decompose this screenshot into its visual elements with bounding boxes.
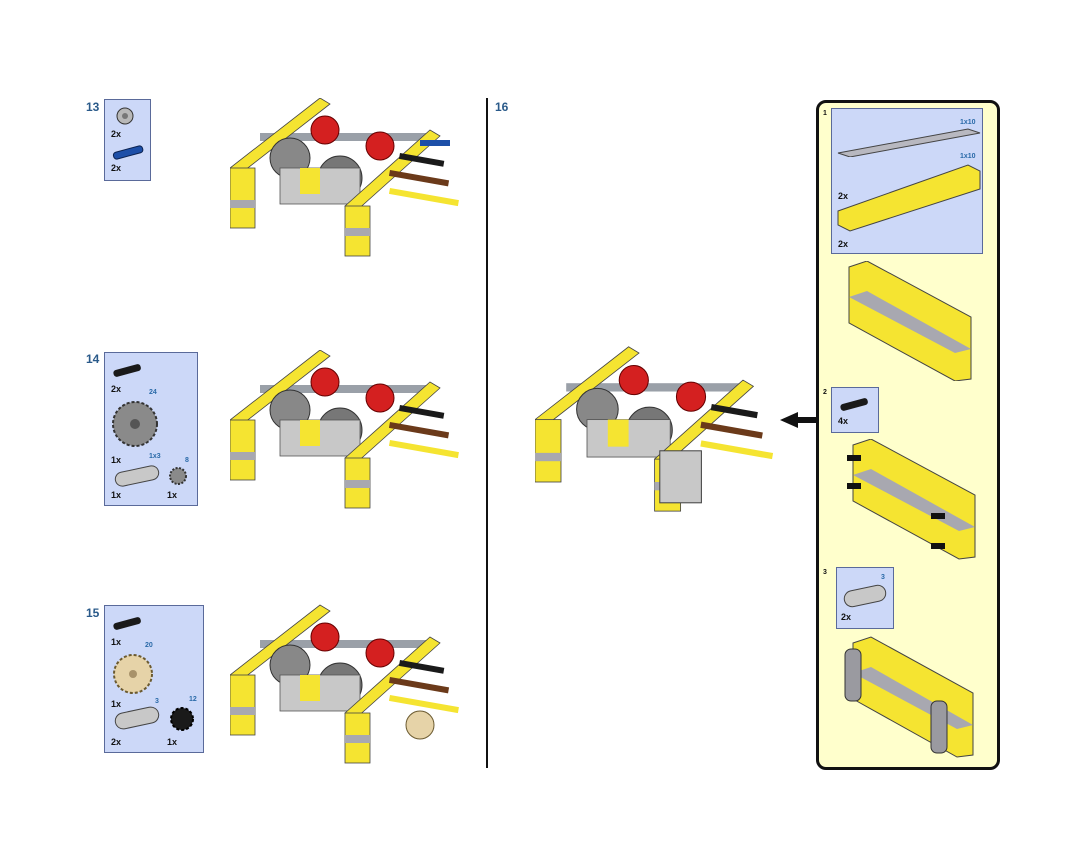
part-size: 24 — [149, 389, 157, 396]
callout-arrow-icon — [780, 412, 818, 428]
step-13-assembly — [230, 98, 460, 257]
part-qty: 1x — [167, 737, 178, 747]
part-size: 20 — [145, 642, 153, 649]
sub-step-3-beam-assembly — [844, 636, 974, 758]
part-qty: 2x — [111, 129, 122, 139]
part-qty: 2x — [111, 384, 122, 394]
sub-step-2-parts-box: 4x — [831, 387, 879, 433]
sub-step-1-parts-box: 1x10 2x 1x10 2x — [831, 108, 983, 254]
part-qty: 2x — [841, 612, 852, 622]
part-qty: 1x — [111, 490, 122, 500]
step-13-parts-box: 2x 2x — [104, 99, 151, 181]
step-15-parts-box: 1x 20 1x 3 2x 12 1x — [104, 605, 204, 753]
part-size: 3 — [881, 574, 885, 581]
blue-axle-pin-icon — [112, 145, 144, 160]
black-pin-icon — [113, 364, 141, 377]
step-14-assembly — [230, 350, 460, 509]
step-13-number: 13 — [86, 100, 100, 114]
part-size: 12 — [189, 696, 197, 703]
sub-step-3-number: 3 — [823, 569, 827, 576]
part-size: 1x10 — [960, 153, 976, 160]
part-qty: 1x — [111, 455, 122, 465]
sub-assembly-callout: 1 1x10 2x 1x10 2x 2 4x 3 3 2x — [816, 100, 1000, 770]
part-size: 1x3 — [149, 453, 161, 460]
part-qty: 1x — [167, 490, 178, 500]
gear-20-icon — [113, 654, 153, 694]
black-pin-icon — [840, 398, 868, 411]
beam-3-icon — [114, 706, 160, 730]
step-14-number: 14 — [86, 352, 100, 366]
part-qty: 1x — [111, 699, 122, 709]
step-16-number: 16 — [495, 100, 509, 114]
bush-icon — [116, 107, 134, 125]
step-14-parts-box: 2x 24 1x 1x3 1x 8 1x — [104, 352, 198, 506]
sub-step-1-beam-assembly — [848, 261, 972, 381]
part-qty: 2x — [838, 191, 849, 201]
part-qty: 2x — [838, 239, 849, 249]
sub-step-3-parts-box: 3 2x — [836, 567, 894, 629]
sub-step-2-beam-assembly — [847, 439, 976, 560]
sub-step-1-number: 1 — [823, 110, 827, 117]
part-qty: 4x — [838, 416, 849, 426]
gear-12-icon — [170, 707, 194, 731]
part-qty: 2x — [111, 163, 122, 173]
part-size: 1x10 — [960, 119, 976, 126]
beam-3-icon — [843, 584, 887, 608]
black-pin-icon — [113, 617, 141, 630]
gear-8-icon — [169, 467, 187, 485]
part-qty: 1x — [111, 637, 122, 647]
step-16-assembly — [535, 346, 774, 512]
step-15-assembly — [230, 604, 460, 764]
part-size: 3 — [155, 698, 159, 705]
gray-plate-1x10-icon — [837, 128, 981, 157]
liftarm-1x3-icon — [114, 465, 160, 487]
gear-24-icon — [112, 401, 158, 447]
yellow-beam-1x10-icon — [837, 164, 981, 232]
step-15-number: 15 — [86, 606, 100, 620]
page-divider — [486, 98, 488, 768]
sub-step-2-number: 2 — [823, 389, 827, 396]
part-qty: 2x — [111, 737, 122, 747]
part-size: 8 — [185, 457, 189, 464]
